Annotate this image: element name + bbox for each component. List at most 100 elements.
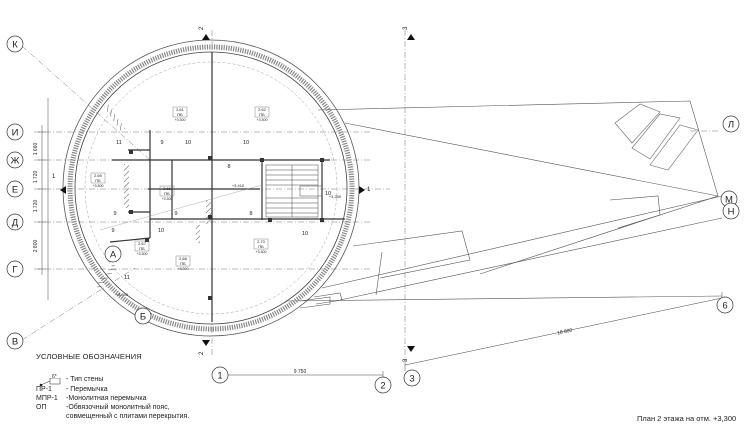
svg-text:ПБ: ПБ <box>258 244 264 249</box>
svg-text:+3.300: +3.300 <box>256 250 267 254</box>
legend-row: совмещенный с плитами перекрытия. <box>36 412 189 421</box>
section-arrow-icon <box>60 186 66 194</box>
svg-text:2.70: 2.70 <box>257 239 266 244</box>
columns <box>129 150 324 300</box>
axis-bubble-i: И <box>6 123 24 141</box>
room-tag: 2.62 ПБ +3.300 <box>254 106 270 122</box>
level-marks: +3.410 +3.300 +3.300 <box>116 183 342 297</box>
svg-text:В: В <box>12 337 18 348</box>
section-arrow-icon <box>202 340 210 346</box>
interior-walls <box>109 52 345 322</box>
axis-bubble-2: 2 <box>374 376 392 394</box>
section-marker-label: 3 <box>403 26 409 30</box>
section-arrow-icon <box>407 34 415 40</box>
room-number: 10 <box>302 231 308 237</box>
room-number: 9 <box>174 211 177 217</box>
svg-text:Л: Л <box>728 120 734 131</box>
legend-row-wall: 6* - Тип стены <box>36 374 189 387</box>
room-number: 8 <box>249 211 252 217</box>
svg-text:Д: Д <box>12 218 19 229</box>
dim-3-6: 18 800 <box>557 327 573 336</box>
wall-type-icon: 6* <box>36 374 66 387</box>
section-marker-label: 3 <box>403 358 409 362</box>
svg-text:А: А <box>110 250 117 261</box>
legend-desc: - Тип стены <box>66 376 104 383</box>
annex-outline <box>285 100 723 309</box>
legend: УСЛОВНЫЕ ОБОЗНАЧЕНИЯ 6* - Тип стены ПР-1… <box>36 352 189 421</box>
legend-code: МПР-1 <box>36 395 58 402</box>
svg-text:ПБ: ПБ <box>259 112 265 117</box>
svg-text:+3.300: +3.300 <box>178 267 189 271</box>
svg-text:К: К <box>12 40 18 51</box>
room-tag: 2.61 ПБ +3.300 <box>172 106 188 122</box>
svg-text:ПБ: ПБ <box>180 261 186 266</box>
svg-text:Г: Г <box>12 265 17 276</box>
section-marker-label: 2 <box>199 351 205 355</box>
svg-text:+3.300: +3.300 <box>93 184 104 188</box>
axis-bubble-k: К <box>6 35 24 53</box>
wall-type-tag: 6* <box>52 374 57 380</box>
svg-text:2.66: 2.66 <box>163 186 172 191</box>
svg-text:+3.300: +3.300 <box>257 118 268 122</box>
annex-glazing <box>614 103 699 171</box>
wall-ring <box>67 44 355 332</box>
svg-text:ПБ: ПБ <box>139 246 145 251</box>
section-arrow-icon <box>202 34 210 40</box>
axis-bubble-l: Л <box>722 115 740 133</box>
room-tag: 2.69 ПБ +3.300 <box>90 172 106 188</box>
svg-text:2: 2 <box>380 381 385 392</box>
svg-text:+3.300: +3.300 <box>162 197 173 201</box>
drawing-caption: План 2 этажа на отм. +3,300 <box>637 414 737 423</box>
svg-text:М: М <box>725 195 733 206</box>
svg-text:ПБ: ПБ <box>164 191 170 196</box>
svg-text:2.67: 2.67 <box>138 241 147 246</box>
room-number: 10 <box>158 228 164 234</box>
room-tag: 2.66 ПБ +3.300 <box>159 185 175 201</box>
svg-text:2.68: 2.68 <box>179 256 188 261</box>
section-line <box>99 184 263 231</box>
svg-text:ПБ: ПБ <box>95 178 101 183</box>
dim-left-4: 2 800 <box>33 240 39 253</box>
svg-text:3: 3 <box>409 374 414 385</box>
svg-text:ПБ: ПБ <box>177 112 183 117</box>
legend-row: МПР-1 -Монолитная перемычка <box>36 394 189 403</box>
room-number: 10 <box>185 140 191 146</box>
room-number: 9 <box>160 140 163 146</box>
room-numbers: 11 9 10 10 8 9 10 8 9 9 10 10 11 <box>111 140 331 281</box>
dimension-left <box>38 98 49 300</box>
axis-bubble-e: Е <box>6 180 24 198</box>
room-number: 9 <box>113 211 116 217</box>
legend-desc: -Обвязочный монолитный пояс, <box>66 404 170 411</box>
hatched-walls <box>95 103 211 289</box>
legend-title: УСЛОВНЫЕ ОБОЗНАЧЕНИЯ <box>36 352 142 361</box>
section-marker-label: 2 <box>199 26 205 30</box>
outer-ring <box>62 39 360 337</box>
dim-left-2: 1 720 <box>33 171 39 184</box>
svg-text:2.62: 2.62 <box>258 107 267 112</box>
svg-text:Н: Н <box>728 207 735 218</box>
section-arrow-icon <box>407 346 415 352</box>
axis-bubble-zh: Ж <box>6 151 24 169</box>
svg-text:Ж: Ж <box>11 156 20 167</box>
section-marker-label: 1 <box>367 187 371 193</box>
legend-code: ПР-1 <box>36 386 52 393</box>
inner-ring <box>74 51 348 325</box>
section-arrow-icon <box>359 186 365 194</box>
level-mark: +3.410 <box>232 183 245 188</box>
room-number: 8 <box>227 164 230 170</box>
legend-desc: совмещенный с плитами перекрытия. <box>66 413 190 420</box>
level-mark: +3.300 <box>329 194 342 199</box>
legend-code: ОП <box>36 404 47 411</box>
level-mark: +3.300 <box>116 292 129 297</box>
dim-1-2: 9 750 <box>294 369 307 375</box>
dim-left-1: 1 660 <box>33 143 39 156</box>
offset-ring <box>84 61 338 315</box>
svg-text:6: 6 <box>722 301 727 312</box>
svg-text:2.69: 2.69 <box>94 173 103 178</box>
section-markers: 1 1 2 2 3 3 <box>52 26 415 362</box>
svg-text:Е: Е <box>12 185 18 196</box>
room-tags: 2.61 ПБ +3.300 2.62 ПБ +3.300 2.69 ПБ +3… <box>90 106 270 271</box>
svg-text:1: 1 <box>217 371 222 382</box>
legend-desc: -Монолитная перемычка <box>66 395 147 402</box>
